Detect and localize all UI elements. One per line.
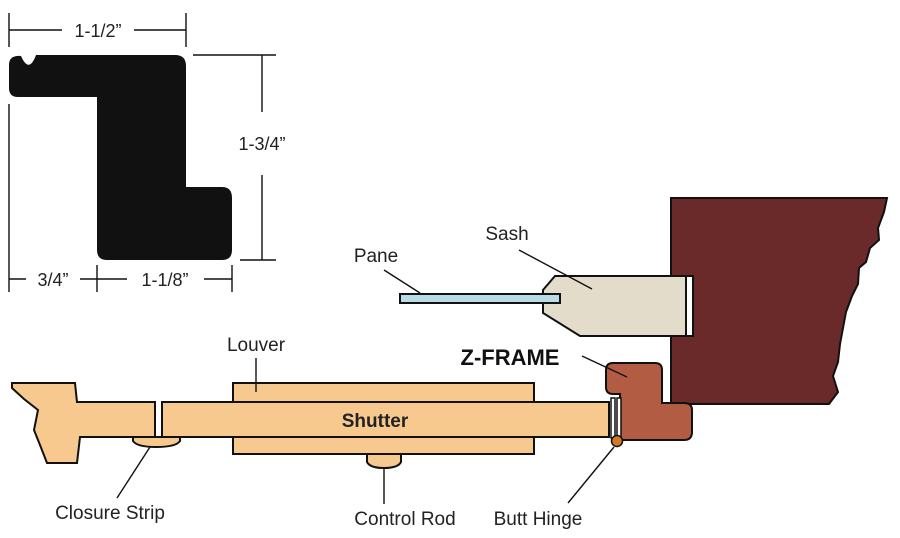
dimension-bottom-right-label: 1-1/8” xyxy=(141,270,188,290)
closure-strip-leader xyxy=(116,446,151,499)
pane-leader xyxy=(383,269,421,294)
z-frame-profile-shape xyxy=(9,55,232,260)
dimension-top-width-label: 1-1/2” xyxy=(74,21,121,41)
z-frame-leader xyxy=(581,355,628,378)
dimension-top-width xyxy=(8,13,187,47)
butt-hinge-leader xyxy=(567,446,615,504)
adjacent-shutter xyxy=(11,382,156,464)
dimension-bottom-left-label: 3/4” xyxy=(37,270,68,290)
z-frame-profile xyxy=(9,55,232,260)
sash xyxy=(542,275,687,337)
butt-hinge xyxy=(610,397,624,448)
shutter xyxy=(161,401,610,438)
wall xyxy=(670,197,889,405)
sash-leader xyxy=(518,249,593,290)
dimension-bottom xyxy=(8,104,233,292)
control-rod xyxy=(366,453,402,470)
closure-strip xyxy=(132,436,181,449)
pane-label: Pane xyxy=(354,246,398,267)
closure-strip-label: Closure Strip xyxy=(55,503,165,524)
butt-hinge-label: Butt Hinge xyxy=(494,509,583,530)
dimension-height xyxy=(193,54,276,261)
z-frame-piece xyxy=(605,362,693,441)
control-rod-label: Control Rod xyxy=(354,509,455,530)
sash-channel xyxy=(685,275,694,337)
z-frame-label: Z-FRAME xyxy=(461,345,560,370)
pane xyxy=(399,293,561,304)
shutter-label: Shutter xyxy=(342,411,409,432)
louver-label: Louver xyxy=(227,335,286,356)
dimension-height-label: 1-3/4” xyxy=(238,134,285,154)
sash-label: Sash xyxy=(485,224,528,245)
